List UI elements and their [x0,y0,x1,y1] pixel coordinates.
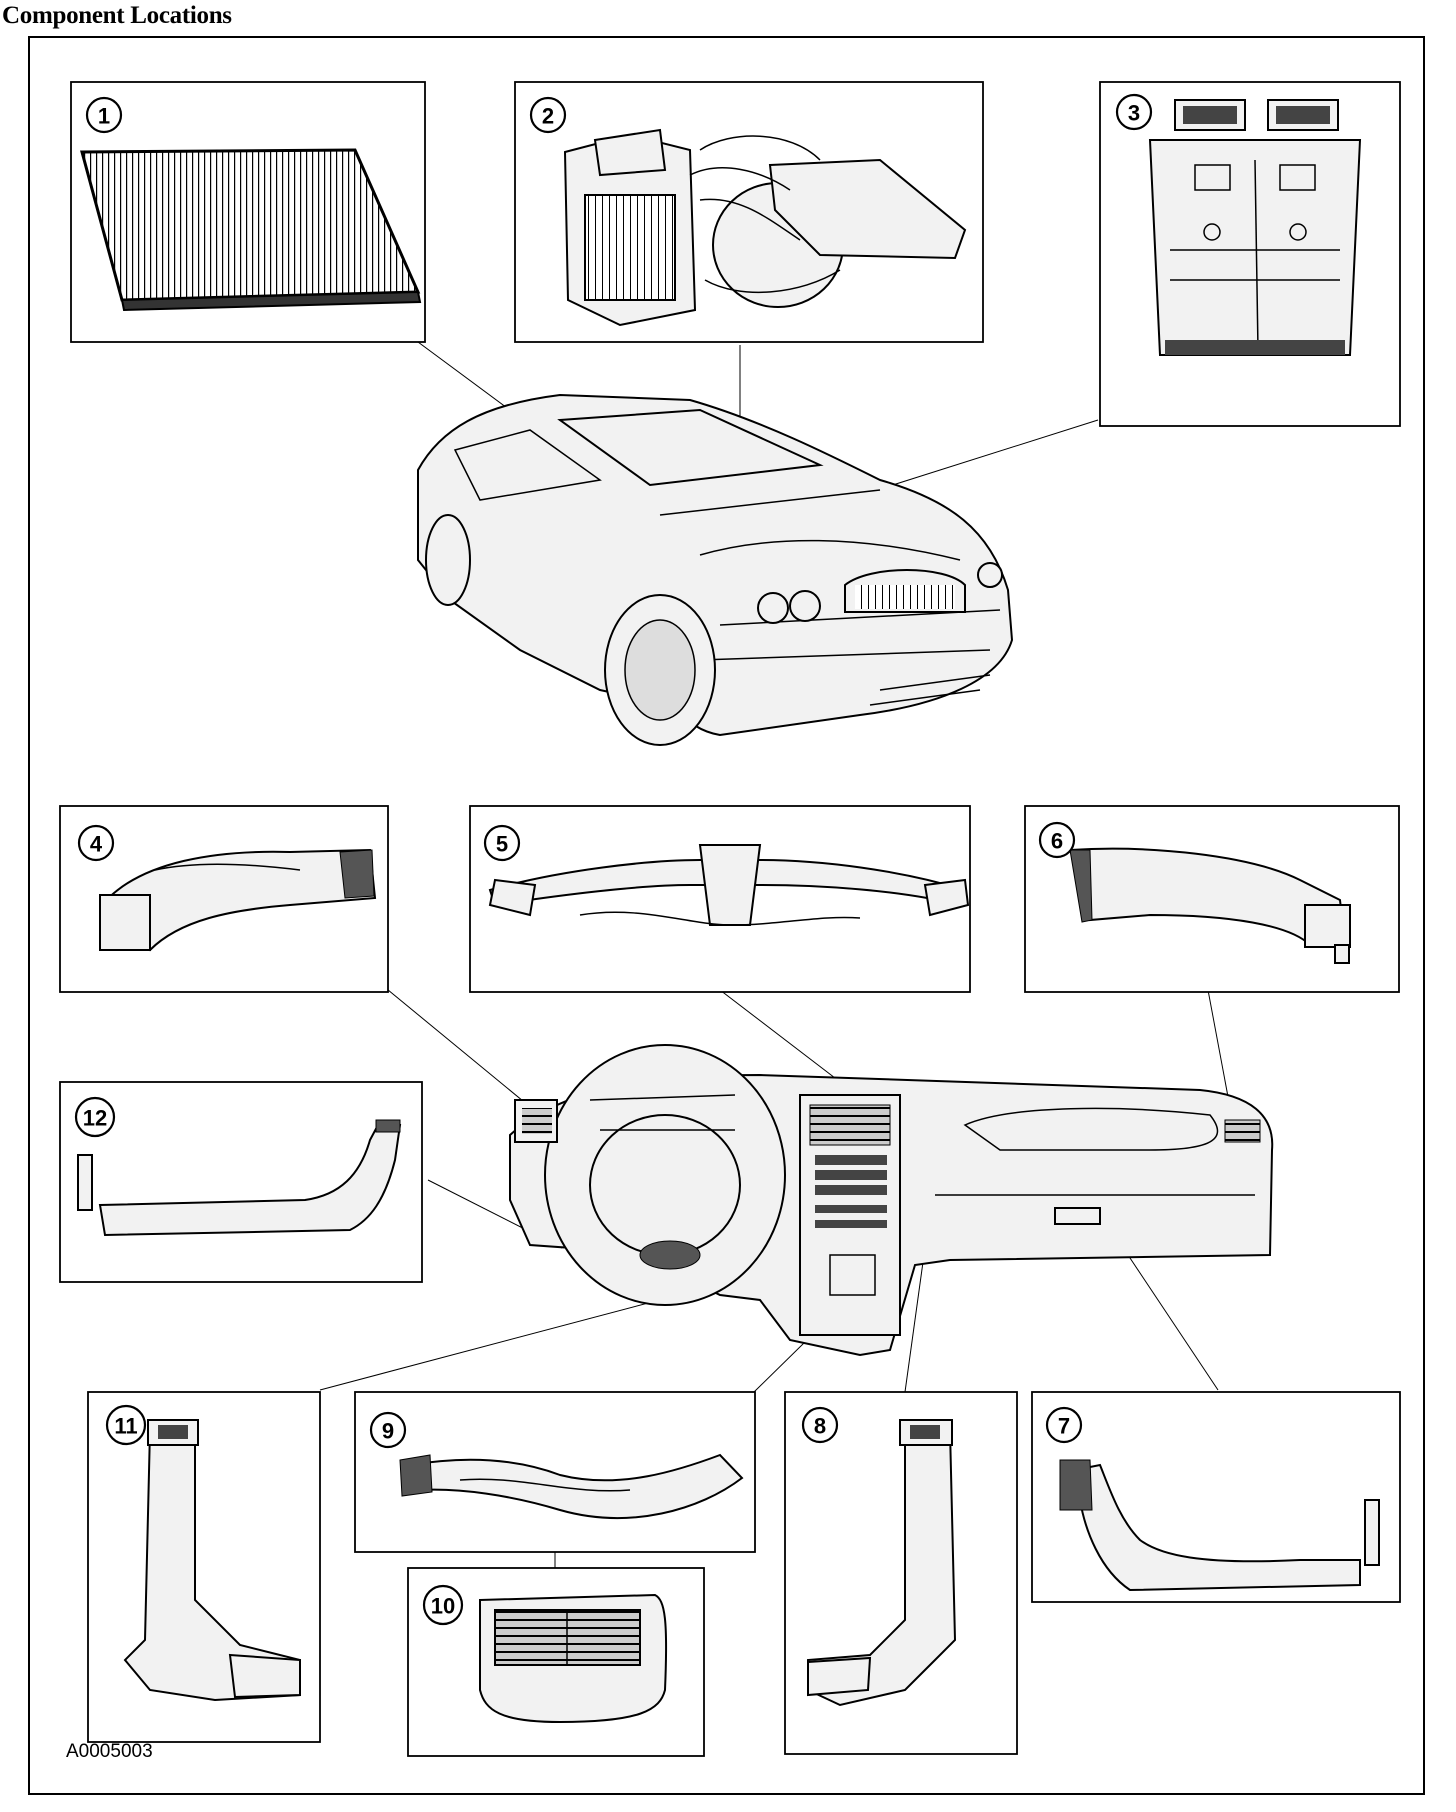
diagram-frame [28,36,1425,1795]
callout-1: 1 [85,96,123,134]
component-box-12 [59,1081,423,1283]
callout-10: 10 [422,1584,464,1626]
component-box-4 [59,805,389,993]
svg-text:3: 3 [1128,101,1140,126]
callout-2: 2 [529,96,567,134]
component-box-1 [70,81,426,343]
callout-9: 9 [369,1411,407,1449]
svg-text:7: 7 [1058,1414,1070,1439]
callout-8: 8 [801,1406,839,1444]
component-box-8 [784,1391,1018,1755]
component-box-7 [1031,1391,1401,1603]
callout-3: 3 [1115,93,1153,131]
svg-text:5: 5 [496,832,508,857]
svg-text:11: 11 [114,1414,137,1439]
callout-4: 4 [77,824,115,862]
dashboard-illustration [509,1044,1274,1357]
component-box-5 [469,805,971,993]
callout-6: 6 [1038,821,1076,859]
svg-text:1: 1 [98,104,110,129]
page-title: Component Locations [2,2,232,29]
component-box-11 [87,1391,321,1743]
component-box-6 [1024,805,1400,993]
svg-text:6: 6 [1051,829,1063,854]
svg-text:9: 9 [382,1419,394,1444]
component-box-9 [354,1391,756,1553]
vehicle-illustration [417,393,1014,746]
callout-7: 7 [1045,1406,1083,1444]
svg-text:10: 10 [431,1594,455,1619]
svg-text:2: 2 [542,104,554,129]
figure-id: A0005003 [66,1741,153,1762]
svg-text:8: 8 [814,1414,826,1439]
svg-text:12: 12 [83,1106,107,1131]
svg-text:4: 4 [90,832,103,857]
callout-11: 11 [105,1404,147,1446]
callout-5: 5 [483,824,521,862]
component-box-3 [1099,81,1401,427]
callout-12: 12 [74,1096,116,1138]
component-box-2 [514,81,984,343]
